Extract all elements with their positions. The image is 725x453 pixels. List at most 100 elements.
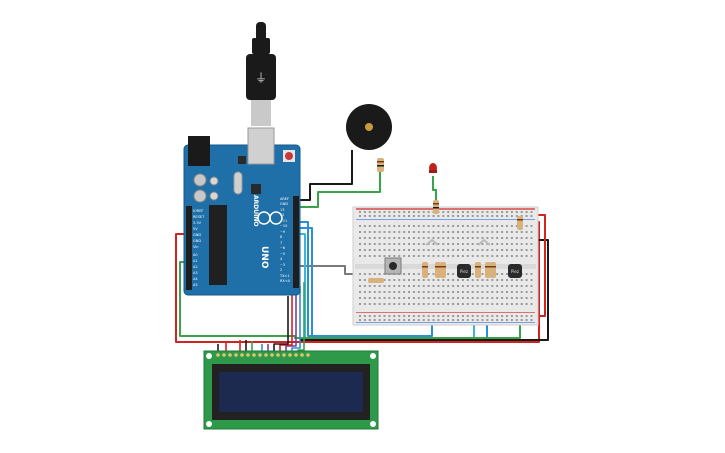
breadboard-hole (403, 279, 406, 281)
breadboard-hole (457, 215, 459, 217)
breadboard-hole (471, 291, 474, 293)
svg-text:Piez: Piez (460, 269, 468, 274)
breadboard-hole (412, 249, 415, 251)
breadboard-hole (471, 211, 474, 213)
breadboard-hole (403, 273, 406, 275)
breadboard-hole (506, 279, 508, 281)
arduino-uno-board[interactable]: ARDUINO UNO AREF GND 13 12 ~11 ~10 ~9 8 … (183, 127, 301, 296)
breadboard-hole (403, 231, 406, 233)
breadboard-hole (363, 237, 366, 239)
breadboard-hole (452, 303, 455, 305)
breadboard-hole (417, 255, 420, 257)
breadboard-hole (373, 243, 376, 245)
breadboard-hole (378, 319, 381, 321)
breadboard-hole (520, 291, 523, 293)
piezo-buzzer[interactable] (346, 104, 392, 172)
sensor-1[interactable]: Piez (457, 264, 471, 278)
breadboard-hole (383, 319, 386, 321)
breadboard-hole (501, 273, 504, 275)
breadboard-hole (422, 319, 425, 321)
breadboard-hole (373, 303, 376, 305)
breadboard-hole (506, 237, 508, 239)
breadboard-hole (388, 211, 391, 213)
breadboard-hole (457, 303, 459, 305)
svg-text:A5: A5 (193, 283, 198, 287)
breadboard-hole (427, 291, 430, 293)
breadboard[interactable] (352, 206, 539, 326)
breadboard-hole (432, 315, 435, 317)
breadboard-hole (491, 231, 494, 233)
sensor-2[interactable]: Piez (508, 264, 522, 278)
breadboard-hole (388, 315, 391, 317)
lcd-16x2[interactable] (203, 350, 379, 430)
breadboard-hole (417, 237, 420, 239)
breadboard-hole (398, 215, 401, 217)
breadboard-hole (432, 297, 435, 299)
breadboard-hole (452, 237, 455, 239)
breadboard-hole (506, 303, 508, 305)
breadboard-hole (461, 279, 464, 281)
breadboard-hole (378, 297, 381, 299)
breadboard-hole (525, 303, 528, 305)
breadboard-hole (359, 319, 361, 321)
svg-text:3.3V: 3.3V (193, 221, 202, 225)
breadboard-hole (447, 285, 450, 287)
breadboard-hole (486, 315, 489, 317)
breadboard-hole (530, 231, 533, 233)
breadboard-hole (525, 243, 528, 245)
red-led[interactable] (429, 163, 437, 173)
breadboard-hole (525, 285, 528, 287)
breadboard-hole (466, 303, 469, 305)
breadboard-hole (506, 225, 508, 227)
breadboard-hole (447, 319, 450, 321)
breadboard-hole (408, 319, 410, 321)
breadboard-hole (359, 249, 361, 251)
breadboard-hole (403, 303, 406, 305)
breadboard-hole (461, 297, 464, 299)
breadboard-hole (412, 215, 415, 217)
breadboard-hole (476, 303, 479, 305)
breadboard-hole (398, 231, 401, 233)
breadboard-hole (520, 255, 523, 257)
breadboard-hole (466, 237, 469, 239)
svg-text:AREF: AREF (280, 197, 289, 201)
breadboard-hole (510, 211, 513, 213)
push-button[interactable] (384, 257, 402, 275)
breadboard-hole (510, 225, 513, 227)
breadboard-hole (486, 237, 489, 239)
breadboard-hole (491, 303, 494, 305)
breadboard-hole (359, 231, 361, 233)
breadboard-hole (530, 285, 533, 287)
breadboard-hole (422, 225, 425, 227)
breadboard-hole (515, 303, 518, 305)
breadboard-hole (363, 255, 366, 257)
svg-text:4: 4 (280, 257, 283, 261)
breadboard-hole (427, 315, 430, 317)
breadboard-hole (520, 237, 523, 239)
breadboard-hole (520, 243, 523, 245)
breadboard-hole (491, 319, 494, 321)
breadboard-hole (373, 319, 376, 321)
breadboard-hole (422, 255, 425, 257)
breadboard-hole (447, 215, 450, 217)
breadboard-hole (383, 211, 386, 213)
breadboard-hole (491, 215, 494, 217)
usb-cable[interactable]: ⏚ (246, 22, 276, 126)
breadboard-hole (520, 285, 523, 287)
breadboard-hole (408, 255, 410, 257)
breadboard-hole (412, 297, 415, 299)
breadboard-hole (476, 255, 479, 257)
breadboard-hole (466, 211, 469, 213)
breadboard-hole (466, 291, 469, 293)
breadboard-hole (457, 319, 459, 321)
breadboard-hole (447, 237, 450, 239)
breadboard-hole (388, 291, 391, 293)
breadboard-hole (373, 291, 376, 293)
breadboard-hole (388, 285, 391, 287)
breadboard-hole (422, 303, 425, 305)
breadboard-hole (403, 237, 406, 239)
breadboard-hole (422, 237, 425, 239)
wire-lcd-4 (279, 294, 293, 353)
breadboard-hole (491, 225, 494, 227)
breadboard-hole (515, 319, 518, 321)
